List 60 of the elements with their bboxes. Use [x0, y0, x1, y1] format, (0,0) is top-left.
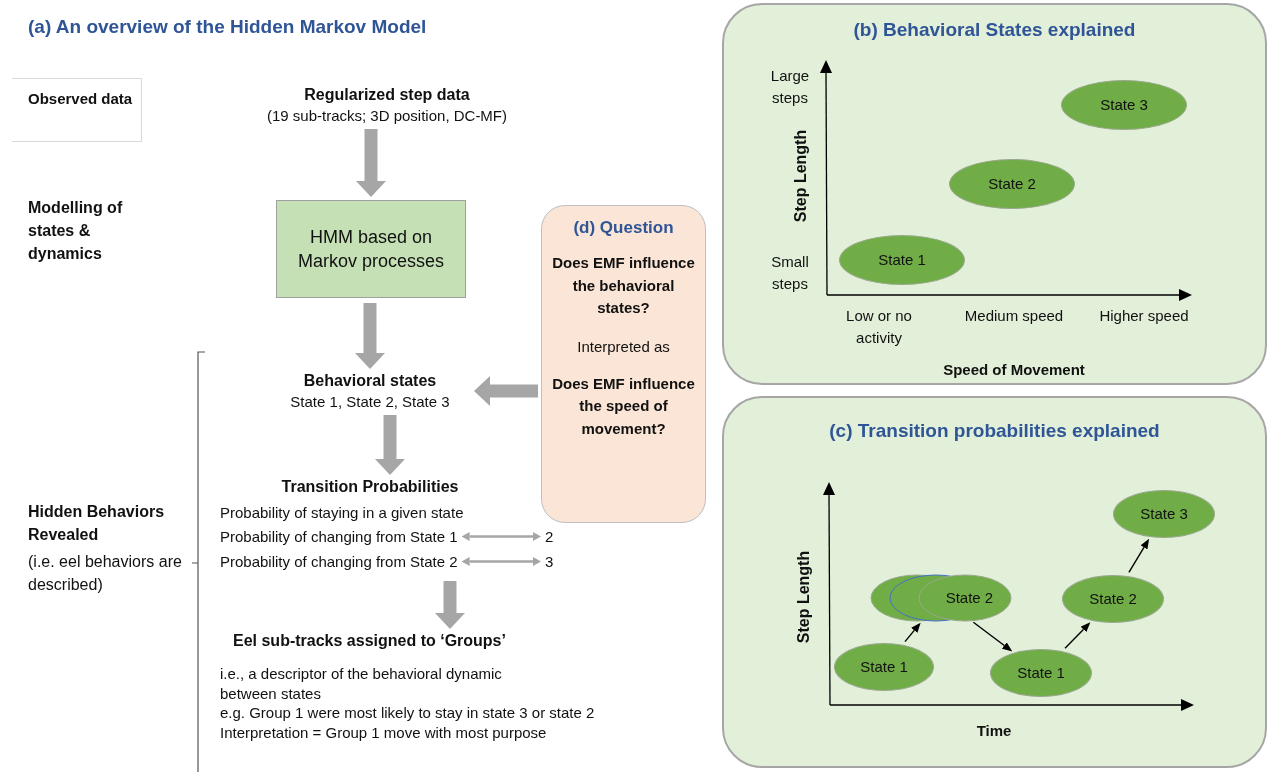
- process-label: HMM based on Markov processes: [296, 225, 446, 273]
- axis-tick-label: Large steps: [769, 66, 811, 108]
- step-heading: Behavioral states: [302, 372, 438, 390]
- block-arrow: [375, 415, 405, 475]
- explanation-panel: [722, 396, 1267, 768]
- state-ellipse-stack: [870, 574, 1012, 622]
- axis-tick-label: Small steps: [770, 252, 810, 294]
- arrow: [972, 621, 1013, 652]
- description-text: e.g. Group 1 were most likely to stay in state 3 or state 2: [219, 703, 596, 723]
- panel-title: (d) Question: [572, 218, 675, 238]
- block-arrow: [435, 581, 465, 629]
- category-box: [12, 78, 142, 142]
- row-label: Modelling of states & dynamics: [28, 198, 124, 265]
- state-label: State 2: [1089, 590, 1137, 608]
- probability-text: Probability of changing from State 2: [220, 553, 458, 570]
- state-label: State 2: [944, 589, 995, 607]
- question-text: Does EMF influence the behavioral states?: [552, 253, 695, 318]
- panel-title: (b) Behavioral States explained: [852, 19, 1137, 41]
- axis-title: Step Length: [795, 549, 813, 646]
- axis-title: Speed of Movement: [942, 360, 1086, 380]
- step-description: State 1, State 2, State 3: [289, 393, 451, 410]
- probability-text: Probability of changing from State 1: [220, 528, 458, 545]
- block-arrow: [474, 376, 538, 406]
- state-label: State 2: [988, 175, 1036, 193]
- explanation-panel: [722, 3, 1267, 385]
- axis-title: Step Length: [792, 128, 810, 225]
- probability-text: 2: [545, 528, 554, 545]
- step-heading: Eel sub-tracks assigned to ‘Groups’: [233, 632, 507, 650]
- probability-text: Probability of staying in a given state: [219, 504, 465, 521]
- row-note: (i.e. eel behaviors are described): [28, 552, 183, 596]
- block-arrow: [356, 129, 386, 197]
- state-label: State 3: [1140, 505, 1188, 523]
- state-ellipse: [834, 643, 934, 691]
- state-label: State 1: [1017, 664, 1065, 682]
- axis-tick-label: Higher speed: [1098, 306, 1190, 326]
- question-panel: [541, 205, 706, 523]
- axis-tick-label: Low or no activity: [845, 306, 913, 348]
- category-label: Observed data: [28, 90, 133, 107]
- probability-text: 3: [545, 553, 554, 570]
- double-arrow: [461, 532, 541, 541]
- step-heading: Transition Probabilities: [280, 478, 460, 496]
- state-label: State 1: [878, 251, 926, 269]
- diagram-title: (a) An overview of the Hidden Markov Model: [28, 16, 427, 38]
- connector-text: Interpreted as: [576, 337, 671, 355]
- arrow: [1128, 538, 1150, 574]
- question-text: Does EMF influence the speed of movement?: [552, 373, 695, 439]
- axis-title: Time: [975, 721, 1013, 741]
- step-description: (19 sub-tracks; 3D position, DC-MF): [265, 107, 509, 124]
- state-label: State 3: [1100, 96, 1148, 114]
- arrow: [904, 622, 921, 643]
- panel-title: (c) Transition probabilities explained: [828, 420, 1161, 442]
- arrow: [1064, 622, 1091, 649]
- block-arrow: [355, 303, 385, 369]
- double-arrow: [461, 557, 541, 566]
- step-heading: Regularized step data: [303, 86, 471, 104]
- state-label: State 1: [860, 658, 908, 676]
- process-box: [276, 200, 466, 298]
- axis-tick-label: Medium speed: [964, 306, 1064, 326]
- description-text: Interpretation = Group 1 move with most purpose: [219, 722, 548, 742]
- row-label: Hidden Behaviors Revealed: [28, 502, 166, 546]
